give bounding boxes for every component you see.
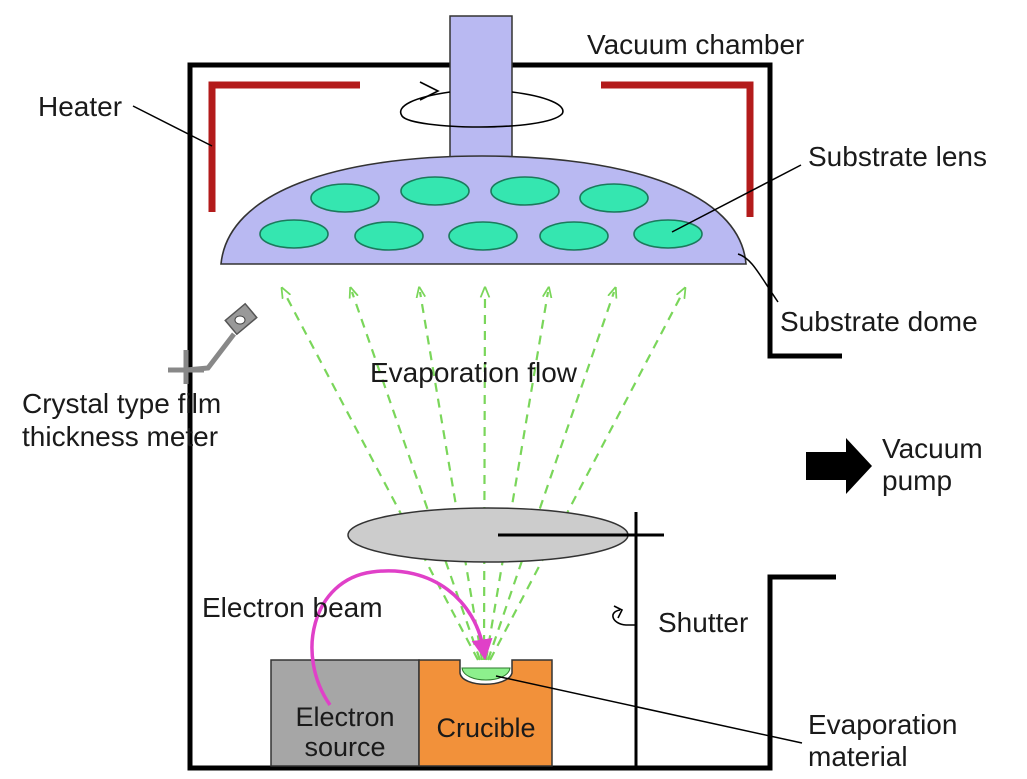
label-vacuum-pump-line2: pump bbox=[882, 465, 952, 496]
label-crystal-meter-line1: Crystal type film bbox=[22, 388, 221, 419]
vacuum-chamber bbox=[187, 62, 842, 771]
shutter bbox=[347, 507, 664, 768]
label-heater: Heater bbox=[38, 91, 122, 122]
substrate-lens bbox=[310, 183, 380, 213]
substrate-lens bbox=[448, 221, 518, 251]
flow-arrow bbox=[484, 292, 548, 661]
substrate-lens bbox=[259, 219, 329, 249]
rotation-shaft bbox=[449, 15, 513, 159]
substrate-lens bbox=[354, 221, 424, 251]
label-electron-beam: Electron beam bbox=[202, 592, 383, 623]
crystal-thickness-meter bbox=[168, 302, 258, 384]
label-substrate-dome: Substrate dome bbox=[780, 306, 978, 337]
label-crystal-meter-line2: thickness meter bbox=[22, 421, 218, 452]
vacuum-pump-arrow bbox=[806, 438, 872, 494]
substrate-dome bbox=[220, 155, 747, 265]
heater-leader bbox=[132, 105, 213, 147]
substrate-lenses bbox=[259, 176, 703, 251]
flow-arrow bbox=[420, 292, 484, 661]
evaporation-material-leader bbox=[495, 675, 803, 744]
substrate-lens bbox=[539, 221, 609, 251]
label-substrate-lens: Substrate lens bbox=[808, 141, 987, 172]
rotation-arrow bbox=[399, 81, 564, 128]
substrate-lens bbox=[633, 219, 703, 249]
label-vacuum-pump-line1: Vacuum bbox=[882, 433, 983, 464]
substrate-dome-leader bbox=[737, 253, 779, 303]
leader-lines bbox=[132, 105, 803, 744]
label-shutter: Shutter bbox=[658, 607, 748, 638]
flow-arrow bbox=[284, 292, 479, 661]
flow-arrow bbox=[484, 292, 485, 661]
flow-arrow bbox=[489, 292, 683, 661]
substrate-lens bbox=[579, 183, 649, 213]
label-evaporation-flow: Evaporation flow bbox=[370, 357, 578, 388]
electron-beam bbox=[310, 569, 493, 707]
label-evaporation-material-line1: Evaporation bbox=[808, 709, 957, 740]
substrate-lens-leader bbox=[671, 164, 802, 233]
substrate-lens bbox=[490, 176, 560, 206]
label-electron-source-line2: source bbox=[304, 732, 385, 762]
label-evaporation-material-line2: material bbox=[808, 741, 908, 772]
heater-left bbox=[208, 81, 360, 212]
label-crucible: Crucible bbox=[436, 713, 535, 743]
substrate-lens bbox=[400, 176, 470, 206]
crucible bbox=[418, 659, 553, 767]
label-vacuum-chamber: Vacuum chamber bbox=[587, 29, 804, 60]
electron-source bbox=[270, 659, 420, 767]
heater-right bbox=[601, 81, 754, 217]
label-electron-source-line1: Electron bbox=[295, 702, 394, 732]
flow-arrow bbox=[486, 292, 614, 661]
